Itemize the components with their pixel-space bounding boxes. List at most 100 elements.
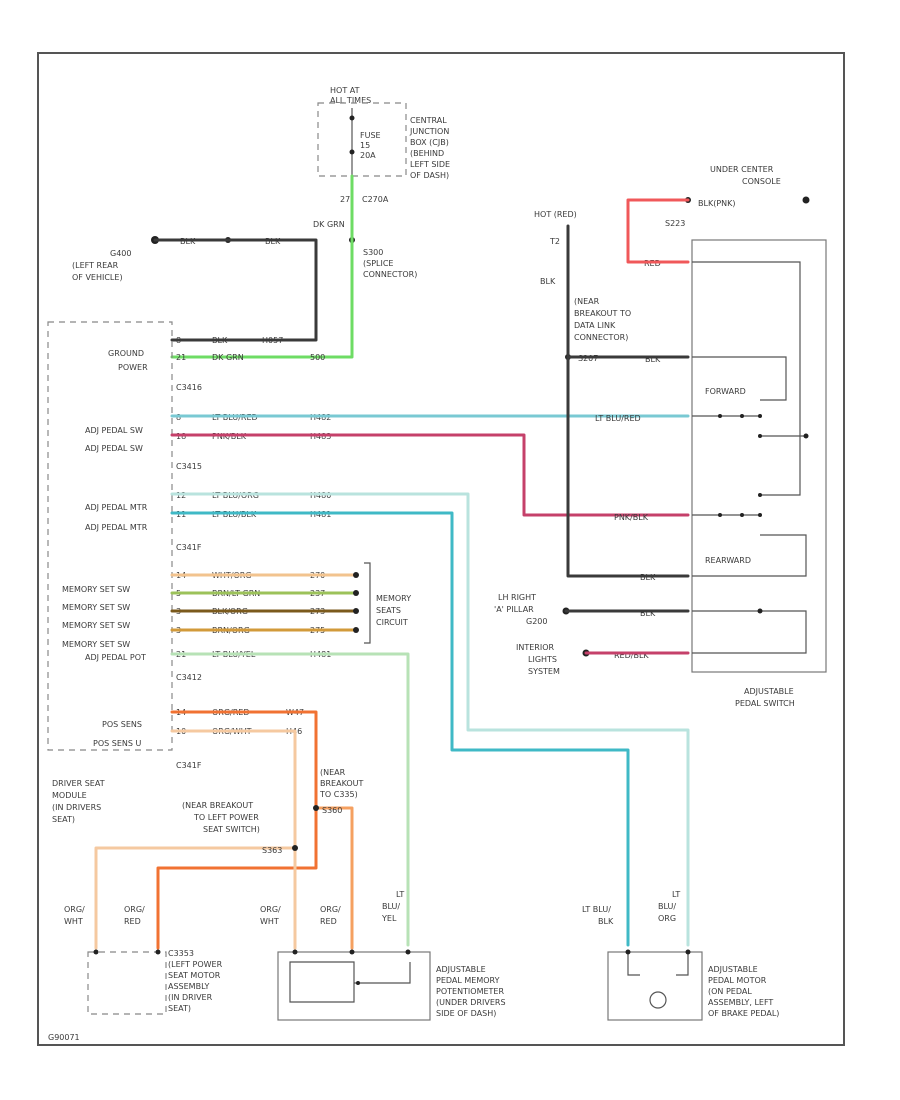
svg-text:SYSTEM: SYSTEM (528, 667, 560, 676)
svg-text:C3353: C3353 (168, 949, 194, 958)
svg-text:BLK: BLK (598, 917, 614, 926)
svg-text:ADJ PEDAL MTR: ADJ PEDAL MTR (85, 503, 148, 512)
bottom-wire-labels: ORG/ WHT ORG/ RED ORG/ WHT ORG/ RED LT B… (64, 890, 680, 926)
svg-text:OF VEHICLE): OF VEHICLE) (72, 273, 123, 282)
svg-text:8: 8 (176, 336, 181, 345)
wire-blk-ground (153, 238, 318, 342)
svg-text:C3412: C3412 (176, 673, 202, 682)
wire-org-red (156, 710, 318, 950)
svg-text:RED: RED (320, 917, 337, 926)
svg-text:C3416: C3416 (176, 383, 202, 392)
svg-text:WHT: WHT (260, 917, 279, 926)
svg-text:BLK(PNK): BLK(PNK) (698, 199, 736, 208)
pedal-switch-contacts (718, 414, 809, 614)
wire-red-s223 (626, 198, 690, 264)
svg-text:CONNECTOR): CONNECTOR) (574, 333, 628, 342)
svg-text:PEDAL SWITCH: PEDAL SWITCH (735, 699, 795, 708)
pedal-motor: ADJUSTABLE PEDAL MOTOR (ON PEDAL ASSEMBL… (607, 949, 779, 1021)
svg-text:FORWARD: FORWARD (705, 387, 746, 396)
svg-text:ADJ PEDAL MTR: ADJ PEDAL MTR (85, 523, 148, 532)
wire-org-wht (170, 729, 297, 950)
svg-text:DRIVER SEAT: DRIVER SEAT (52, 779, 105, 788)
svg-text:HOT AT: HOT AT (330, 86, 360, 95)
svg-text:BLK: BLK (645, 355, 661, 364)
svg-text:SEAT): SEAT) (52, 815, 75, 824)
svg-text:(UNDER DRIVERS: (UNDER DRIVERS (436, 998, 506, 1007)
wire-lt-blu-yel (170, 652, 410, 947)
svg-text:LT BLU/: LT BLU/ (582, 905, 611, 914)
svg-text:POS SENS U: POS SENS U (93, 739, 141, 748)
ground-g400: G400 (LEFT REAR OF VEHICLE) BLK BLK (72, 236, 281, 282)
svg-text:BLK: BLK (540, 277, 556, 286)
svg-text:SEAT MOTOR: SEAT MOTOR (168, 971, 221, 980)
svg-text:ORG/: ORG/ (260, 905, 281, 914)
svg-text:(NEAR: (NEAR (320, 768, 346, 777)
svg-text:DK GRN: DK GRN (313, 220, 345, 229)
pedal-memory-potentiometer: ADJUSTABLE PEDAL MEMORY POTENTIOMETER (U… (277, 949, 506, 1021)
svg-text:(BEHIND: (BEHIND (410, 149, 444, 158)
svg-text:ADJ PEDAL POT: ADJ PEDAL POT (85, 653, 146, 662)
svg-text:BREAKOUT: BREAKOUT (320, 779, 364, 788)
svg-text:ORG/: ORG/ (124, 905, 145, 914)
svg-text:CONNECTOR): CONNECTOR) (363, 270, 417, 279)
central-junction-box: HOT AT ALL TIMES FUSE 15 20A CENTRAL JUN… (313, 86, 450, 279)
svg-text:21: 21 (176, 353, 186, 362)
svg-text:LEFT SIDE: LEFT SIDE (410, 160, 450, 169)
svg-text:GROUND: GROUND (108, 349, 144, 358)
svg-text:C341F: C341F (176, 761, 202, 770)
svg-text:TO LEFT POWER: TO LEFT POWER (193, 813, 259, 822)
driver-seat-module (47, 321, 173, 751)
svg-text:MEMORY SET SW: MEMORY SET SW (62, 585, 130, 594)
splice-labels: (NEAR BREAKOUT TO C335) S360 (NEAR BREAK… (52, 768, 364, 855)
svg-text:UNDER CENTER: UNDER CENTER (710, 165, 774, 174)
svg-text:POWER: POWER (118, 363, 148, 372)
svg-text:ORG: ORG (658, 914, 676, 923)
svg-text:(LEFT REAR: (LEFT REAR (72, 261, 119, 270)
svg-text:LH RIGHT: LH RIGHT (498, 593, 536, 602)
svg-text:JUNCTION: JUNCTION (409, 127, 449, 136)
svg-text:HOT (RED): HOT (RED) (534, 210, 577, 219)
svg-text:(ON PEDAL: (ON PEDAL (708, 987, 752, 996)
wire-lt-blu-org (170, 492, 690, 947)
svg-text:TO C335): TO C335) (319, 790, 358, 799)
svg-text:BLK: BLK (212, 336, 228, 345)
svg-text:C341F: C341F (176, 543, 202, 552)
svg-text:RED: RED (124, 917, 141, 926)
svg-text:S363: S363 (262, 846, 282, 855)
svg-text:ASSEMBLY: ASSEMBLY (168, 982, 209, 991)
svg-text:S300: S300 (363, 248, 383, 257)
svg-text:WHT: WHT (64, 917, 83, 926)
svg-text:G400: G400 (110, 249, 131, 258)
svg-text:BOX (CJB): BOX (CJB) (410, 138, 449, 147)
svg-text:REARWARD: REARWARD (705, 556, 751, 565)
svg-text:PEDAL MOTOR: PEDAL MOTOR (708, 976, 767, 985)
svg-text:BLU/: BLU/ (382, 902, 400, 911)
svg-text:MEMORY SET SW: MEMORY SET SW (62, 603, 130, 612)
svg-text:RED/BLK: RED/BLK (614, 651, 649, 660)
svg-text:500: 500 (310, 353, 325, 362)
svg-text:YEL: YEL (381, 914, 397, 923)
svg-text:MODULE: MODULE (52, 791, 87, 800)
svg-text:OF DASH): OF DASH) (410, 171, 449, 180)
diagram-frame (37, 52, 845, 1046)
wire-pnk-blk (170, 433, 690, 517)
svg-text:ALL TIMES: ALL TIMES (330, 96, 371, 105)
svg-text:ADJ PEDAL SW: ADJ PEDAL SW (85, 444, 143, 453)
svg-text:(IN DRIVER: (IN DRIVER (168, 993, 213, 1002)
wire-org-wht-seat (94, 846, 297, 950)
svg-text:DK GRN: DK GRN (212, 353, 244, 362)
svg-text:27: 27 (340, 195, 350, 204)
wire-blk-hot (566, 224, 690, 578)
svg-text:(IN DRIVERS: (IN DRIVERS (52, 803, 101, 812)
wire-lt-blu-blk (170, 511, 630, 947)
svg-text:FUSE: FUSE (360, 131, 381, 140)
adjustable-pedal-switch (691, 239, 827, 673)
svg-text:T2: T2 (549, 237, 560, 246)
svg-text:POS SENS: POS SENS (102, 720, 142, 729)
svg-text:G200: G200 (526, 617, 547, 626)
svg-text:(LEFT POWER: (LEFT POWER (168, 960, 223, 969)
svg-text:ADJUSTABLE: ADJUSTABLE (744, 687, 794, 696)
wire-org-red-pot (314, 806, 354, 950)
svg-text:PEDAL MEMORY: PEDAL MEMORY (436, 976, 500, 985)
